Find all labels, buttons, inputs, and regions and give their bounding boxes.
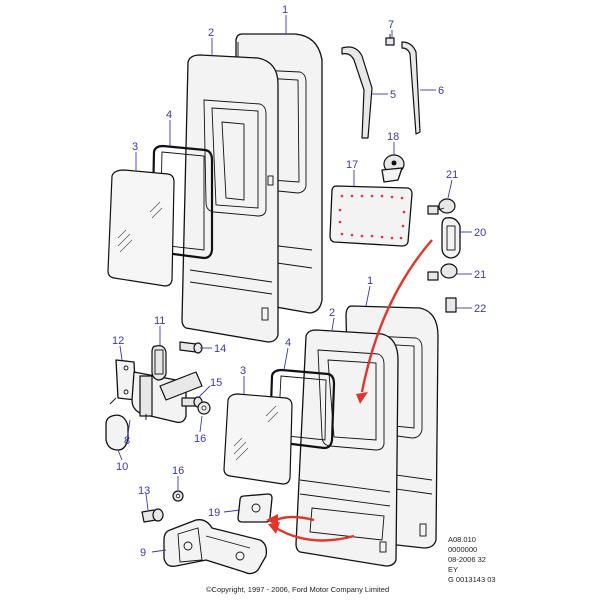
part-20-door-handle: [441, 217, 461, 259]
part-21-screw-upper: [427, 198, 456, 215]
callout-22: 22: [474, 303, 486, 315]
callout-4-upper: 4: [166, 109, 172, 121]
callout-3-lower: 3: [240, 365, 246, 377]
callout-20: 20: [474, 227, 486, 239]
part-16-washer-upper: [197, 401, 211, 415]
callout-12: 12: [112, 335, 124, 347]
part-22-bracket: [445, 297, 457, 313]
callout-17: 17: [346, 159, 358, 171]
callout-14: 14: [214, 343, 226, 355]
callout-2-lower: 2: [329, 307, 335, 319]
part-14-hinge-pin-bolt: [179, 341, 203, 354]
callout-10: 10: [116, 461, 128, 473]
part-21-screw-lower: [427, 263, 458, 281]
callout-21-upper: 21: [446, 169, 458, 181]
part-3-window-glass-upper: [107, 169, 175, 287]
callout-5: 5: [390, 89, 396, 101]
callout-3-upper: 3: [132, 141, 138, 153]
callout-2-upper: 2: [208, 27, 214, 39]
info-line-2: 0000000: [448, 545, 477, 554]
part-19-bracket: [237, 493, 273, 523]
callout-16-upper: 16: [194, 433, 206, 445]
callout-1-lower: 1: [367, 275, 373, 287]
part-11-hinge-bush: [151, 345, 167, 381]
part-3-window-glass-lower: [223, 393, 293, 485]
part-2-door-trim-lower: [295, 329, 399, 567]
callout-13: 13: [138, 485, 150, 497]
callout-16-lower: 16: [172, 465, 184, 477]
callout-9: 9: [140, 547, 146, 559]
info-line-5: G 0013143 03: [448, 575, 496, 584]
part-6-drip-moulding-long: [401, 41, 421, 135]
leader-lines: [117, 15, 472, 553]
info-line-1: A08.010: [448, 535, 476, 544]
callout-7: 7: [388, 19, 394, 31]
part-13-bolt-lower: [141, 508, 164, 523]
callout-6: 6: [438, 85, 444, 97]
info-line-3: 08-2006 32: [448, 555, 486, 564]
part-15-bolt: [181, 396, 203, 408]
part-18-lock-cylinder: [381, 154, 405, 183]
drawing-info-block: A08.010 0000000 08-2006 32 EY G 0013143 …: [448, 535, 496, 584]
callout-4-lower: 4: [285, 337, 291, 349]
part-17-insulation-panel: [329, 185, 413, 247]
callout-11: 11: [154, 315, 165, 327]
part-2-door-trim-upper: [181, 54, 279, 343]
part-8-hinge-body: [131, 371, 203, 424]
callout-1-upper: 1: [282, 4, 288, 16]
part-7-clip: [385, 34, 395, 46]
part-5-drip-moulding: [341, 46, 373, 139]
assembly-arrow-handle: [356, 239, 433, 404]
part-16-washer-lower: [172, 490, 184, 502]
callout-18: 18: [387, 131, 399, 143]
callout-21-lower: 21: [474, 269, 486, 281]
callout-15: 15: [210, 377, 222, 389]
part-9-check-strap: [163, 519, 268, 575]
info-line-4: EY: [448, 565, 458, 574]
callout-19: 19: [208, 507, 220, 519]
callout-numbers: 1 2 4 3 5 6 7 17 18 21 20 21 22 1 2 4 3 …: [112, 4, 486, 559]
assembly-arrow-bracket-2: [268, 522, 355, 542]
callout-8: 8: [124, 435, 130, 447]
copyright-notice: ©Copyright, 1997 - 2006, Ford Motor Comp…: [206, 585, 389, 594]
